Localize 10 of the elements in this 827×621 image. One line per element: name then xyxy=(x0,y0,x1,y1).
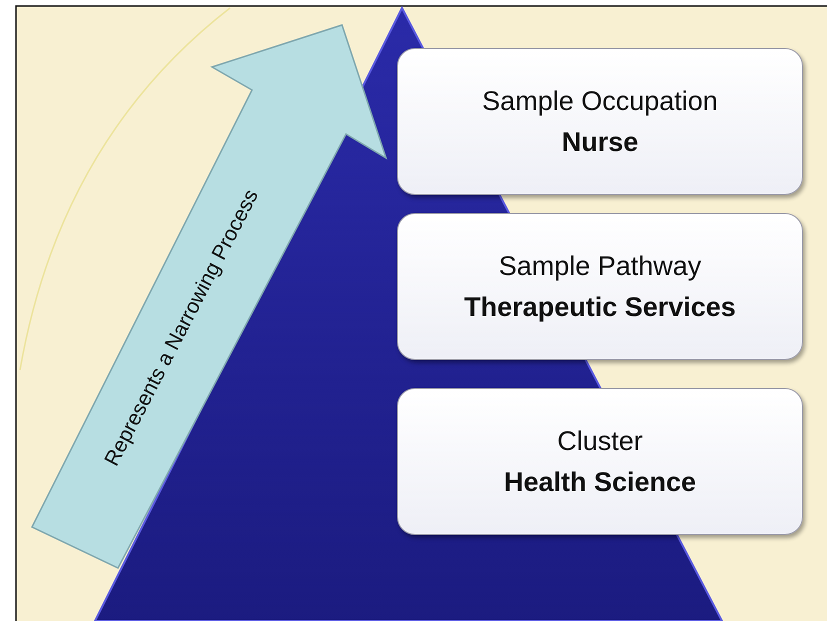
level-heading: Sample Pathway xyxy=(498,250,702,282)
label-box xyxy=(397,213,803,360)
arrow-shape xyxy=(30,22,390,572)
level-name: Health Science xyxy=(504,466,696,498)
level-name: Nurse xyxy=(562,126,638,158)
level-name: Therapeutic Services xyxy=(464,292,736,322)
level-heading: Cluster xyxy=(557,426,643,456)
label-box xyxy=(397,388,803,535)
level-heading: Sample Occupation xyxy=(482,86,718,116)
label-box xyxy=(397,48,803,195)
